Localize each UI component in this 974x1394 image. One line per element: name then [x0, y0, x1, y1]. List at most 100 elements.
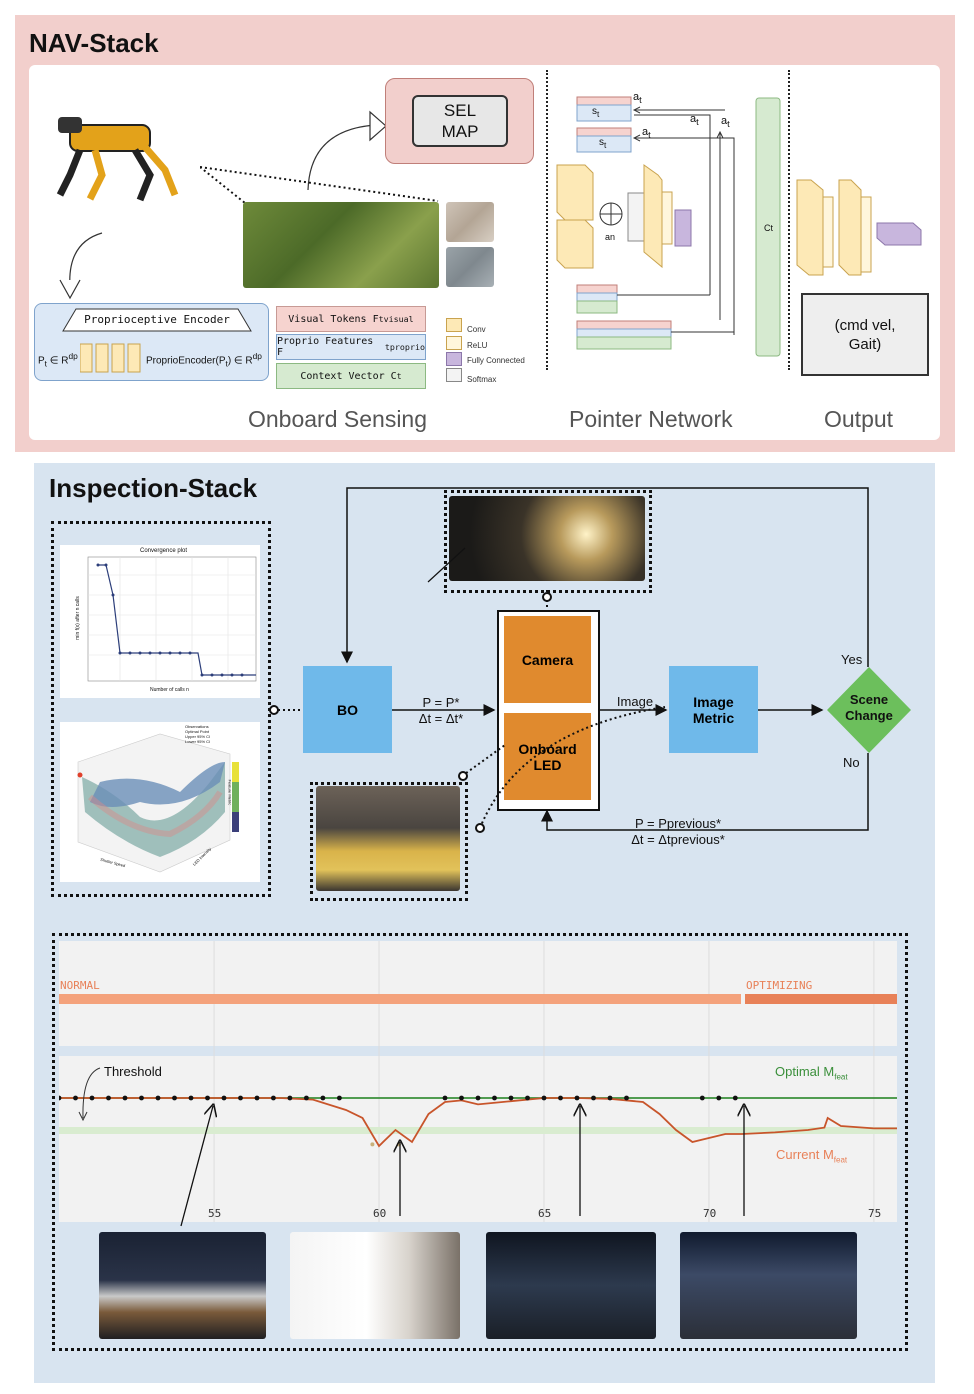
frame-image-3 — [486, 1232, 656, 1339]
dip-point — [370, 1142, 375, 1147]
legend-softmax: Softmax — [467, 375, 497, 384]
a-t-label-2: at — [690, 113, 699, 128]
output-command-box: (cmd vel, Gait) — [801, 293, 929, 376]
a-t-label-3: at — [721, 115, 730, 130]
a-t-label-1: at — [633, 91, 642, 106]
frame-image-2 — [290, 1232, 460, 1339]
legend-fc-swatch — [446, 352, 462, 366]
trajectory-point — [716, 1095, 722, 1101]
timeline-container — [52, 933, 908, 1351]
trajectory-point — [607, 1095, 613, 1101]
bo-box: BO — [303, 666, 392, 753]
camera-photo-container — [310, 782, 468, 901]
threshold-band — [59, 1127, 897, 1134]
gravel-terrain-image — [446, 202, 494, 242]
trajectory-point — [732, 1095, 738, 1101]
trajectory-point — [106, 1095, 111, 1101]
output-network-diagram — [796, 179, 922, 276]
asphalt-terrain-image — [446, 247, 494, 287]
ct-label: Ct — [764, 223, 773, 233]
an-label: an — [605, 232, 616, 242]
convergence-plot-title: Convergence plot — [140, 548, 188, 554]
trajectory-point — [271, 1095, 276, 1101]
pointer-network-label: Pointer Network — [569, 406, 733, 432]
current-metric-label: Current Mfeat — [776, 1147, 848, 1165]
optimal-metric-label: Optimal Mfeat — [775, 1064, 848, 1082]
image-edge-label: Image — [616, 694, 654, 709]
x-tick-75: 75 — [868, 1207, 882, 1220]
frame-image-1 — [99, 1232, 266, 1339]
trajectory-point — [591, 1095, 596, 1101]
threshold-label: Threshold — [104, 1064, 162, 1079]
trajectory-point — [155, 1095, 161, 1101]
s-t-label-1: st — [592, 106, 600, 119]
trajectory-point — [221, 1095, 227, 1101]
separator-sensing-pointer — [546, 70, 548, 370]
x-tick-60: 60 — [373, 1207, 387, 1220]
grass-terrain-image — [243, 202, 439, 288]
convergence-plot-xlabel: Number of calls n — [150, 687, 189, 693]
inspection-stack-title: Inspection-Stack — [49, 473, 258, 503]
trajectory-point — [304, 1095, 309, 1101]
trajectory-point — [492, 1095, 497, 1101]
normal-state-label: NORMAL — [60, 979, 100, 992]
image-metric-box: Image Metric — [669, 666, 758, 753]
surface-plot-legend: Observations Optimal Point Upper 95% CI … — [185, 724, 211, 744]
state-strip — [59, 941, 897, 1046]
encoder-conv-blocks — [80, 343, 141, 373]
x-tick-65: 65 — [538, 1207, 552, 1220]
trajectory-point — [205, 1095, 210, 1101]
encoder-output-label: ProprioEncoder(Pt) ∈ Rdp — [146, 351, 262, 369]
trajectory-point — [254, 1095, 260, 1101]
curved-arrow-down-icon — [59, 232, 103, 300]
camera-rig-photo — [316, 786, 460, 891]
trajectory-point — [287, 1095, 293, 1101]
camera-box: Camera — [504, 616, 591, 703]
scene-change-diamond — [827, 667, 911, 753]
encoder-title-shape — [62, 308, 252, 332]
threshold-curved-arrow-icon — [78, 1067, 101, 1122]
metric-plot — [59, 1056, 897, 1222]
trajectory-point — [508, 1095, 514, 1101]
trajectory-point — [574, 1095, 580, 1101]
optimizing-state-label: OPTIMIZING — [746, 979, 813, 992]
trajectory-point — [337, 1095, 342, 1101]
surface-plot: Observations Optimal Point Upper 95% CI … — [60, 722, 260, 882]
trajectory-point — [73, 1095, 78, 1101]
previous-params-label: P = Pprevious* Δt = Δtprevious* — [631, 816, 725, 847]
output-label: Output — [824, 406, 894, 432]
optimizing-state-bar — [745, 994, 897, 1004]
trajectory-point — [541, 1095, 547, 1101]
trajectory-point — [459, 1095, 464, 1101]
frame-image-4 — [680, 1232, 857, 1339]
projection-lines — [200, 166, 439, 204]
legend-softmax-swatch — [446, 368, 462, 382]
trajectory-point — [172, 1095, 177, 1101]
convergence-plot: Convergence plot Number of calls n min f… — [60, 545, 260, 698]
trajectory-point — [699, 1095, 705, 1101]
trajectory-point — [624, 1095, 629, 1101]
legend-relu: ReLU — [467, 341, 488, 350]
trajectory-point — [188, 1095, 194, 1101]
encoder-title: Proprioceptive Encoder — [84, 313, 230, 326]
normal-state-bar — [59, 994, 741, 1004]
x-tick-55: 55 — [208, 1207, 222, 1220]
pointer-network-diagram — [556, 96, 781, 357]
trajectory-point — [238, 1095, 243, 1101]
trajectory-point — [475, 1095, 481, 1101]
trajectory-point — [59, 1095, 62, 1101]
onboard-sensing-label: Onboard Sensing — [248, 406, 428, 432]
nav-stack-title: NAV-Stack — [29, 28, 159, 58]
separator-pointer-output — [788, 70, 790, 370]
a-t-label-4: at — [642, 126, 651, 141]
trajectory-point — [442, 1095, 448, 1101]
sel-map-box: SEL MAP — [412, 95, 508, 147]
legend-relu-swatch — [446, 336, 462, 350]
x-tick-70: 70 — [703, 1207, 717, 1220]
trajectory-point — [139, 1095, 144, 1101]
bo-output-label: P = P* Δt = Δt* — [418, 695, 464, 726]
